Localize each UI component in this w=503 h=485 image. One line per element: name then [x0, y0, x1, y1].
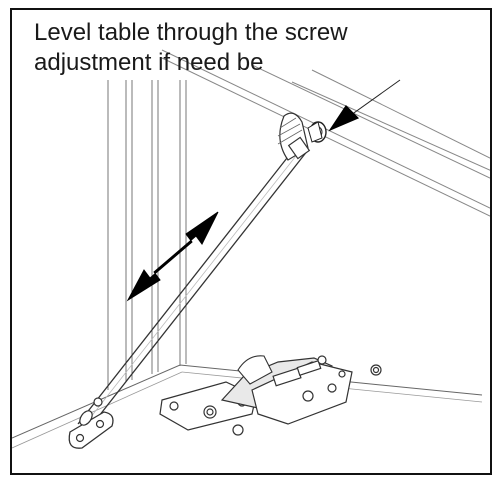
- pointer-arrow-icon: [328, 79, 401, 132]
- table-top-edge: [161, 49, 490, 217]
- stay-arm: [77, 143, 309, 431]
- assembly-diagram: [12, 49, 490, 449]
- adjustment-screw-bracket: [277, 112, 327, 161]
- cabinet-side-panel: [107, 80, 187, 390]
- illustration-frame: Level table through the screw adjustment…: [10, 8, 492, 475]
- concealed-hinge: [159, 355, 382, 436]
- double-arrow-icon: [126, 211, 219, 302]
- stay-mounting-plate: [68, 397, 114, 449]
- adjustment-screw: [307, 121, 327, 143]
- instruction-caption: Level table through the screw adjustment…: [34, 19, 348, 76]
